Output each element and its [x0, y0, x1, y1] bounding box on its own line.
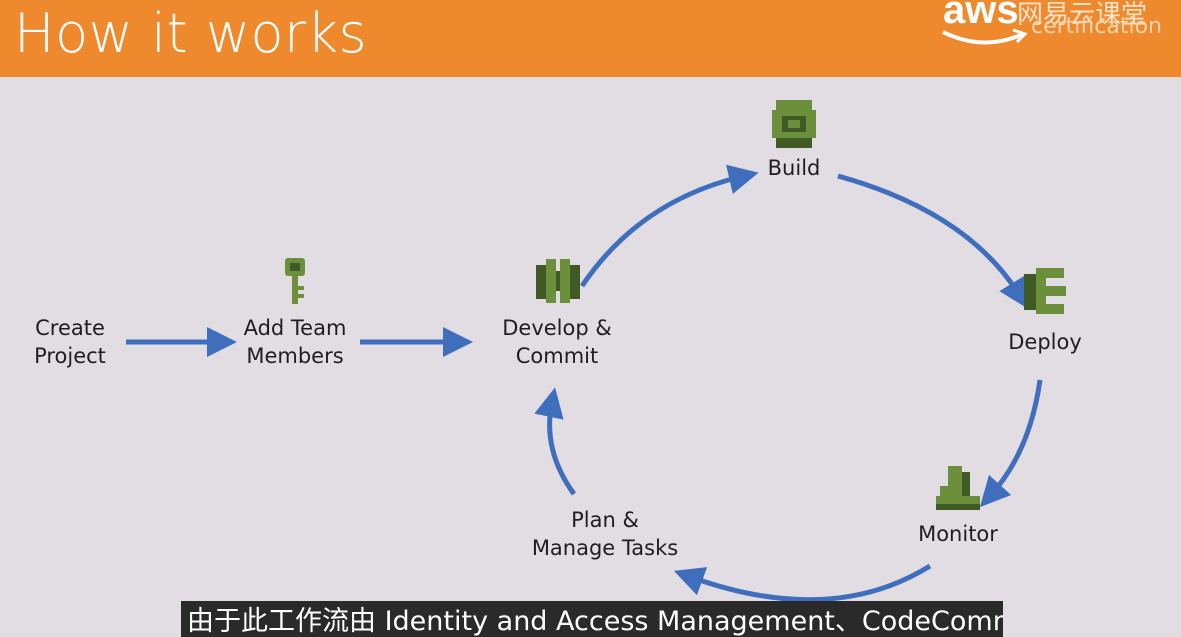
arrow-build-to-deploy — [837, 173, 1028, 309]
cloudwatch-icon — [936, 466, 980, 510]
aws-smile-icon — [942, 28, 1028, 45]
arrow-plan-to-develop — [534, 387, 577, 496]
node-monitor: Monitor — [918, 522, 998, 546]
aws-logo-text: aws — [943, 0, 1019, 32]
node-plan-manage-tasks: Plan & Manage Tasks — [531, 508, 679, 560]
watermark-text: 网易云课堂 — [1017, 0, 1148, 30]
codecommit-icon — [536, 259, 580, 303]
key-icon — [285, 258, 305, 304]
codedeploy-icon — [1024, 268, 1066, 314]
arrow-monitor-to-plan — [673, 563, 932, 603]
codebuild-icon — [772, 100, 816, 148]
page-title: How it works — [14, 2, 368, 65]
video-subtitle: 由于此工作流由 Identity and Access Management、C… — [181, 601, 1003, 637]
header-bar: How it works aws 网易云课堂 certification — [0, 0, 1181, 77]
certification-text: certification — [1031, 14, 1162, 39]
arrow-develop-to-build — [579, 164, 759, 288]
logo: aws 网易云课堂 certification — [933, 0, 1173, 77]
node-create-project: Create Project — [34, 316, 106, 368]
arrow-deploy-to-monitor — [979, 379, 1043, 508]
node-deploy: Deploy — [1008, 330, 1082, 354]
node-build: Build — [767, 156, 821, 180]
node-add-team-members: Add Team Members — [243, 316, 347, 368]
node-develop-commit: Develop & Commit — [502, 316, 612, 368]
